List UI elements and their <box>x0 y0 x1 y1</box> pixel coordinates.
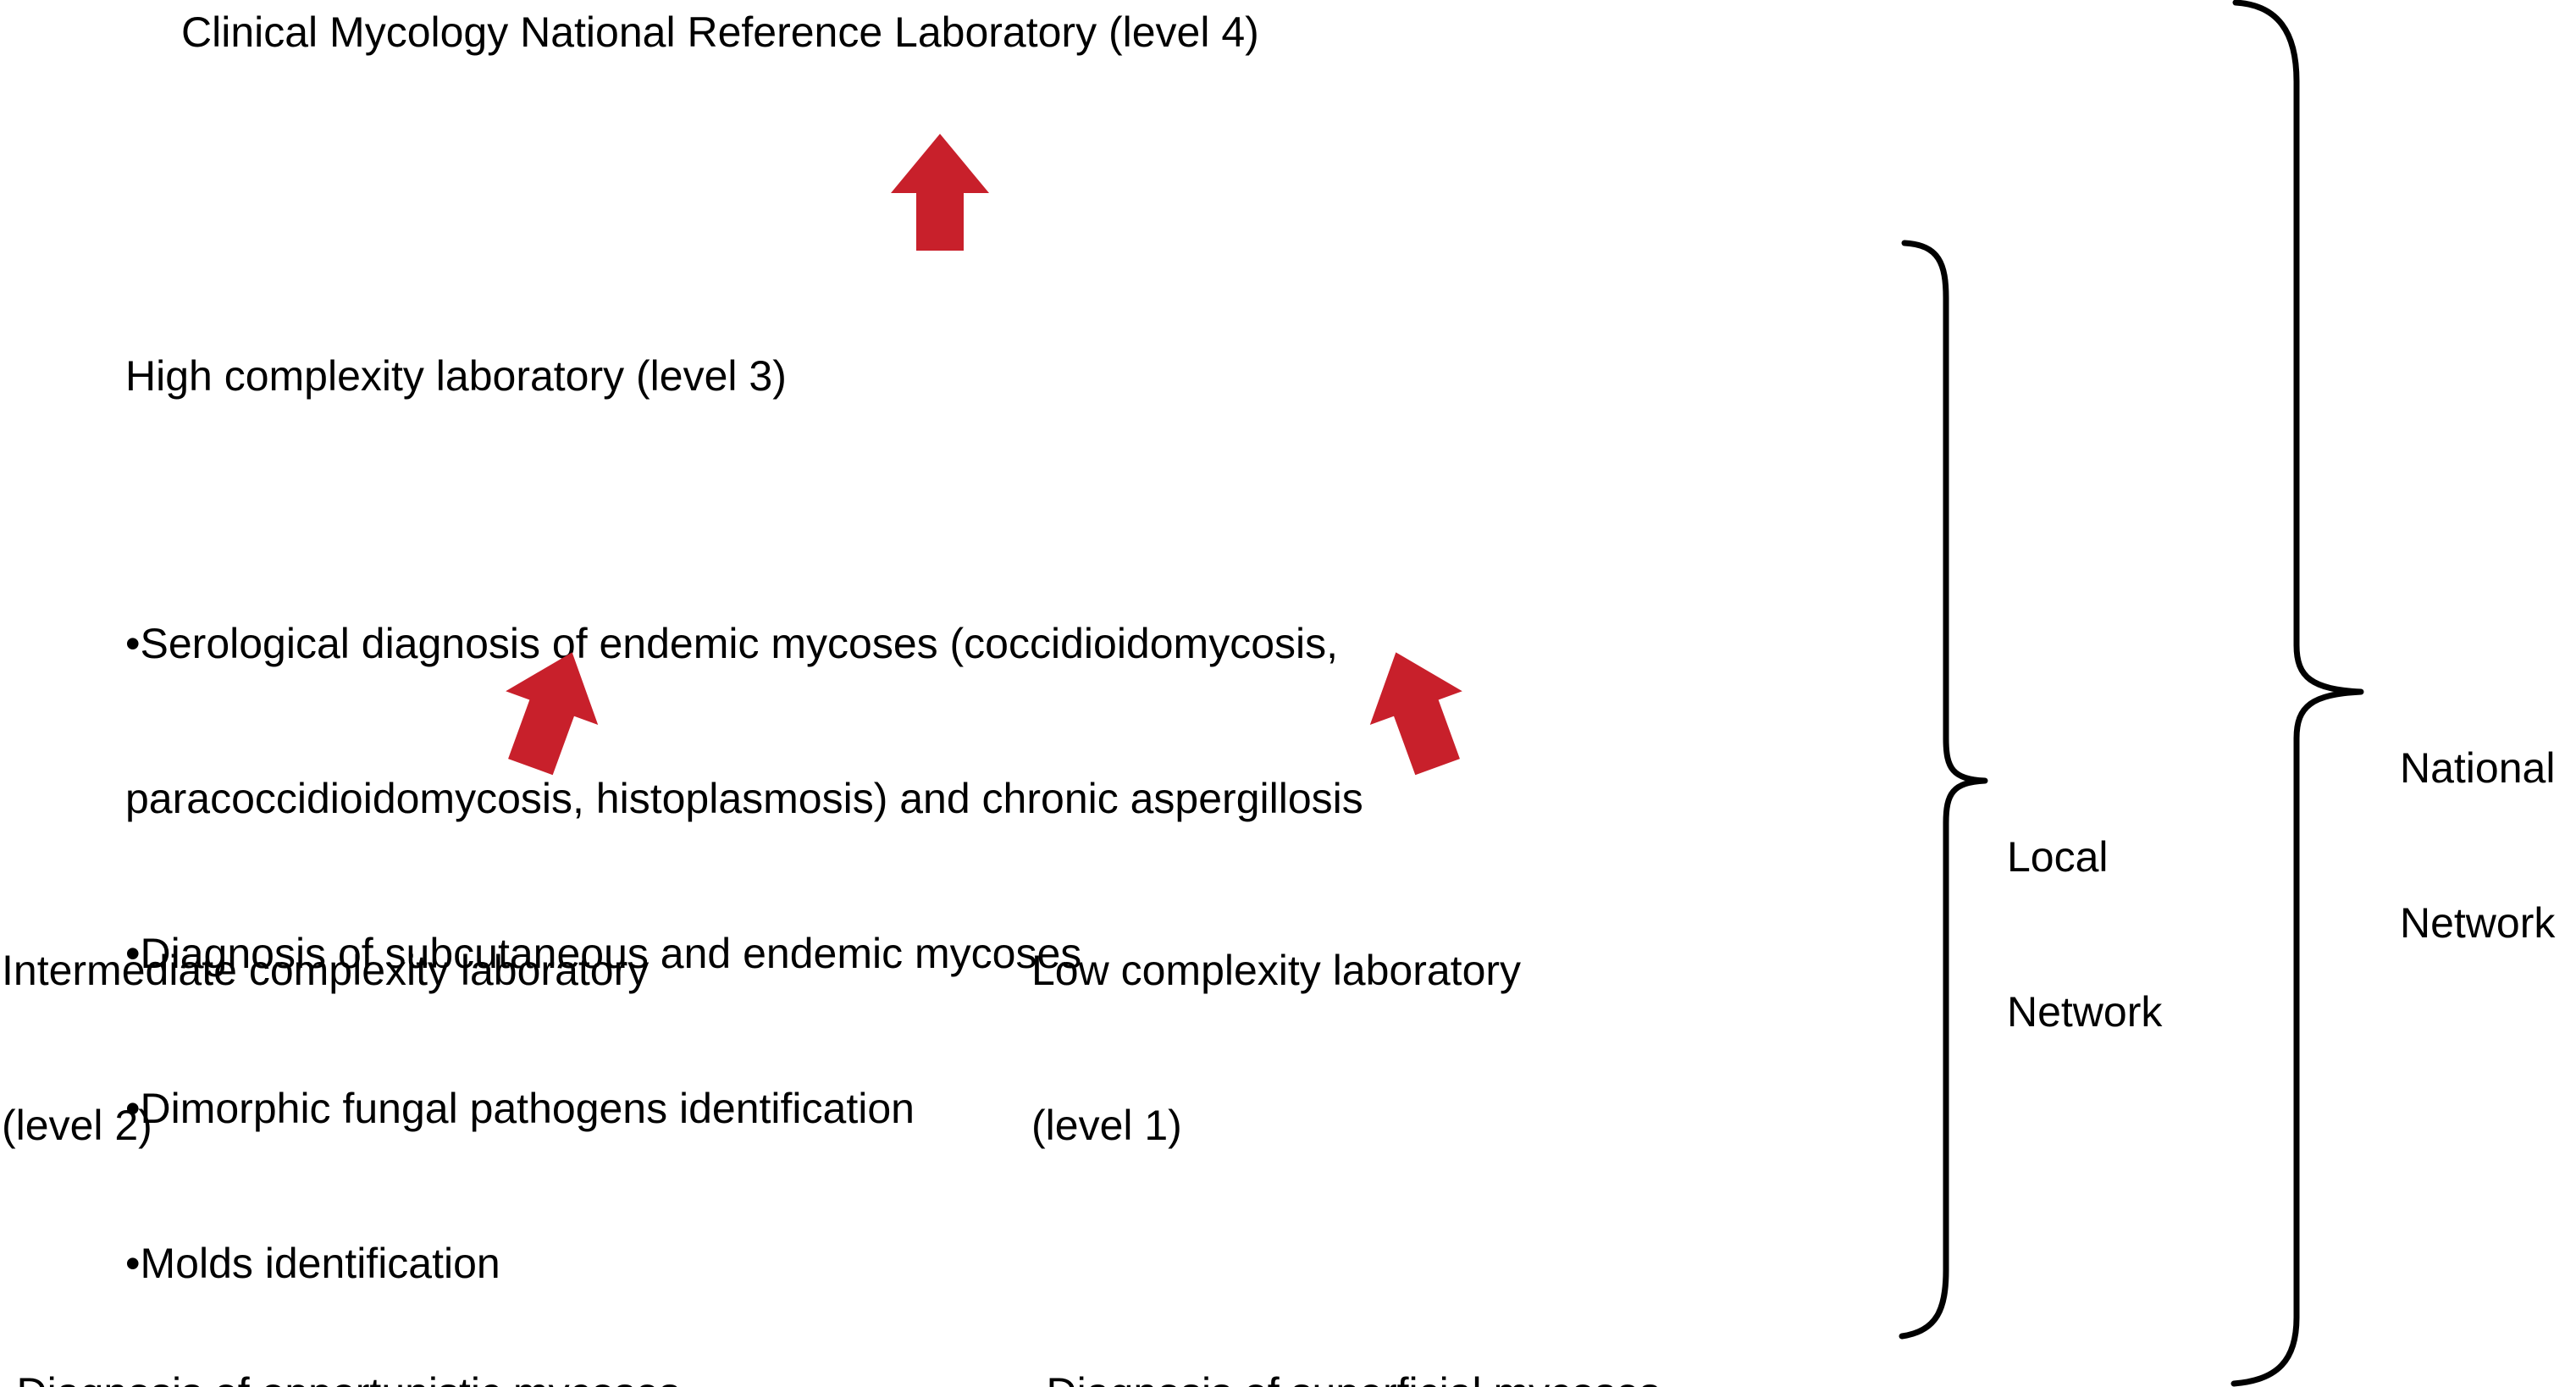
national-network-label-line1: National <box>2400 744 2556 792</box>
local-network-label-line2: Network <box>2007 988 2163 1036</box>
arrow-up-icon-level3-to-level4 <box>891 134 989 251</box>
local-network-brace <box>1899 240 1988 1340</box>
level2-heading-line1: Intermediate complexity laboratory <box>2 947 650 994</box>
level2-spacer <box>2 1255 950 1264</box>
local-network-label-line1: Local <box>2007 833 2109 881</box>
level3-bullet-1-continuation: paracoccidioidomycosis, histoplasmosis) … <box>125 775 1363 822</box>
level1-laboratory-block: Low complexity laboratory (level 1) •Dia… <box>1031 842 1878 1387</box>
level2-heading-line2: (level 2) <box>2 1102 152 1149</box>
level2-laboratory-block: Intermediate complexity laboratory (leve… <box>2 842 950 1387</box>
arrow-up-icon-level2-to-level3 <box>506 652 599 776</box>
level3-bullet-3: •Dimorphic fungal pathogens identificati… <box>125 1085 915 1132</box>
national-network-label-line2: Network <box>2400 899 2556 947</box>
level3-bullet-2: •Diagnosis of subcutaneous and endemic m… <box>125 930 1082 977</box>
level2-bullet-1: •Diagnosis of opportunistic mycoses <box>2 1368 950 1387</box>
page-title: Clinical Mycology National Reference Lab… <box>181 8 1259 56</box>
level1-spacer <box>1031 1255 1878 1264</box>
level3-bullet-1: •Serological diagnosis of endemic mycose… <box>125 620 1339 667</box>
level1-heading-line1: Low complexity laboratory <box>1031 947 1522 994</box>
national-network-label: National Network <box>2400 639 2576 1053</box>
arrow-up-icon-level1-to-level3 <box>1369 652 1462 776</box>
level1-bullet-1: •Diagnosis of superficial mycoses <box>1031 1368 1878 1387</box>
level3-heading: High complexity laboratory (level 3) <box>125 352 787 400</box>
local-network-label: Local Network <box>2007 728 2278 1141</box>
level1-heading-line2: (level 1) <box>1031 1102 1182 1149</box>
national-network-brace <box>2231 0 2364 1387</box>
level3-bullet-4: •Molds identification <box>125 1240 500 1287</box>
level3-spacer <box>125 506 1514 515</box>
